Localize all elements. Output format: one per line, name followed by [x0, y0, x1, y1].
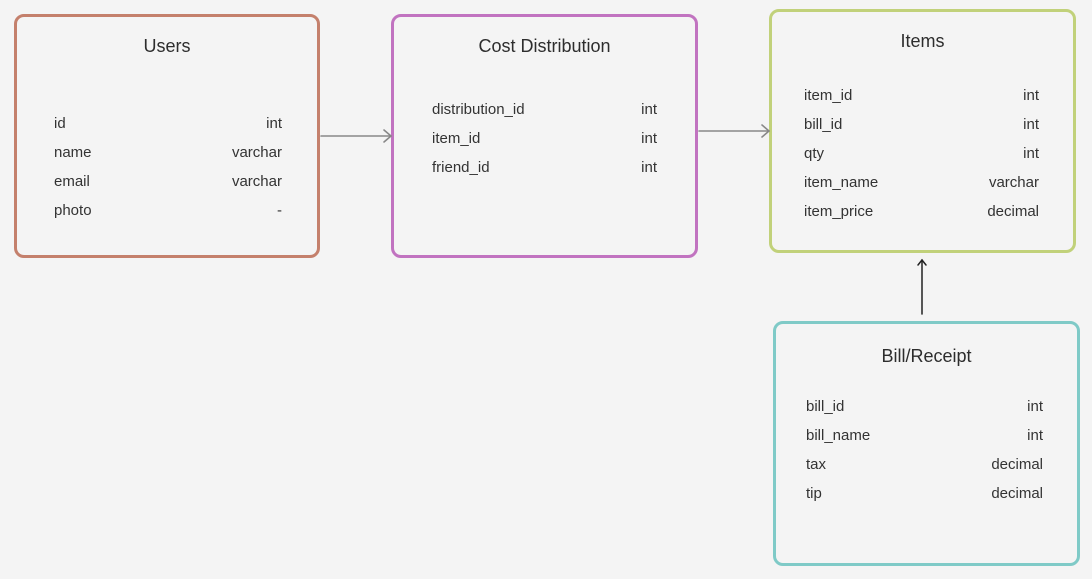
cost-distribution-table[interactable]: Cost Distribution distribution_id int it… [391, 14, 698, 258]
users-table[interactable]: Users id int name varchar email varchar … [14, 14, 320, 258]
bill-receipt-table-title: Bill/Receipt [881, 346, 972, 366]
field-type: int [641, 159, 657, 176]
field-name: bill_id [806, 398, 845, 415]
items-field-row: item_price decimal [804, 203, 1039, 223]
field-name: bill_name [806, 427, 871, 444]
bill-field-row: bill_id int [806, 398, 1043, 418]
users-table-title: Users [143, 36, 191, 56]
users-field-row: id int [54, 115, 282, 135]
field-type: int [266, 115, 282, 132]
field-name: friend_id [432, 159, 490, 176]
cost-field-row: friend_id int [432, 159, 657, 179]
field-name: item_id [432, 130, 481, 147]
bill-field-row: tip decimal [806, 485, 1043, 505]
items-table[interactable]: Items item_id int bill_id int qty int it… [769, 9, 1076, 253]
field-name: tax [806, 456, 827, 473]
field-name: email [54, 173, 90, 190]
field-name: bill_id [804, 116, 843, 133]
bill-to-items-arrow [917, 258, 927, 315]
field-name: item_name [804, 174, 879, 191]
field-name: id [54, 115, 66, 132]
field-name: tip [806, 485, 822, 502]
field-type: decimal [991, 456, 1043, 473]
bill-receipt-table[interactable]: Bill/Receipt bill_id int bill_name int t… [773, 321, 1080, 566]
field-type: varchar [231, 173, 282, 190]
cost-distribution-table-title: Cost Distribution [478, 36, 611, 56]
field-name: item_id [804, 87, 853, 104]
field-name: photo [54, 202, 92, 219]
items-field-row: item_name varchar [804, 174, 1039, 194]
items-table-title: Items [900, 31, 945, 51]
field-type: int [1027, 398, 1043, 415]
field-type: int [641, 130, 657, 147]
field-type: decimal [991, 485, 1043, 502]
items-field-row: bill_id int [804, 116, 1039, 136]
field-name: qty [804, 145, 825, 162]
field-type: varchar [988, 174, 1039, 191]
field-type: - [277, 202, 282, 219]
cost-to-items-arrow [698, 124, 771, 138]
users-field-row: photo - [54, 202, 282, 222]
field-type: varchar [231, 144, 282, 161]
items-field-row: qty int [804, 145, 1039, 165]
items-field-row: item_id int [804, 87, 1039, 107]
cost-field-row: distribution_id int [432, 101, 657, 121]
field-type: int [1023, 116, 1039, 133]
field-name: distribution_id [432, 101, 525, 118]
field-name: item_price [804, 203, 874, 220]
users-field-row: email varchar [54, 173, 282, 193]
field-type: int [641, 101, 657, 118]
bill-field-row: bill_name int [806, 427, 1043, 447]
field-name: name [54, 144, 92, 161]
field-type: decimal [987, 203, 1039, 220]
field-type: int [1023, 145, 1039, 162]
cost-field-row: item_id int [432, 130, 657, 150]
users-to-cost-arrow [320, 129, 393, 143]
field-type: int [1023, 87, 1039, 104]
bill-field-row: tax decimal [806, 456, 1043, 476]
field-type: int [1027, 427, 1043, 444]
users-field-row: name varchar [54, 144, 282, 164]
